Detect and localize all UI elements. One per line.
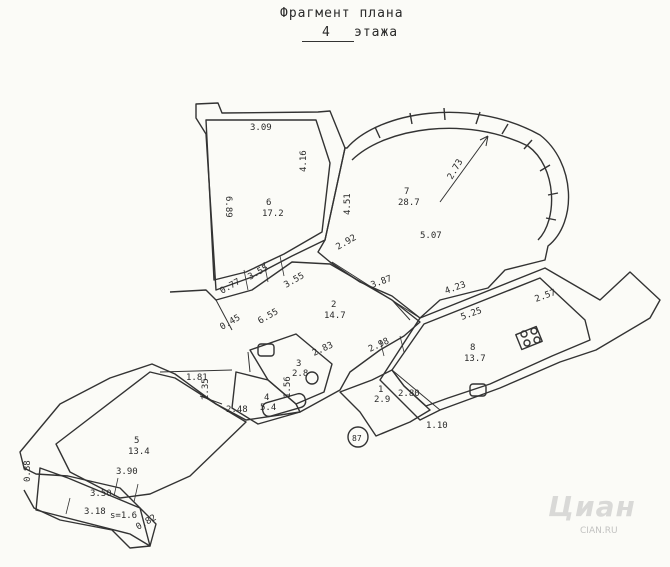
dim-label: 0.45 [219, 313, 243, 333]
dim-label: 5.07 [420, 231, 442, 241]
wall-corridor [19, 261, 421, 549]
dim-label: 4.51 [343, 193, 353, 215]
dim-label: 6.89 [223, 196, 233, 218]
dimension-ticks [65, 255, 405, 515]
toilet [305, 371, 319, 385]
bathtub [261, 392, 307, 418]
floor-number: 4 [322, 25, 330, 40]
dim-label: 2.92 [335, 233, 359, 253]
room-7-number: 7 [404, 187, 409, 197]
sink [257, 343, 275, 357]
dim-label: 1.10 [426, 421, 448, 431]
marker-circle [347, 426, 369, 448]
room-8-area: 13.7 [464, 354, 486, 364]
room-7-area: 28.7 [398, 198, 420, 208]
room-6-area: 17.2 [262, 209, 284, 219]
room-8-number: 8 [470, 343, 475, 353]
dim-label: 2.80 [398, 389, 420, 399]
floor-word: этажа [354, 25, 399, 40]
dim-label: 0.88 [23, 460, 33, 482]
dim-label: 3.50 [90, 489, 112, 499]
wall-room-8-inner [391, 277, 591, 407]
dim-label: 1.81 [186, 373, 208, 383]
wall-room-7-inner [351, 127, 553, 241]
dim-label: 2.48 [226, 405, 248, 415]
room-1-number: 1 [378, 385, 383, 395]
partitions [159, 261, 441, 411]
wall-room-1 [339, 369, 431, 437]
dim-label: 2.73 [446, 158, 466, 182]
room-3-area: 2.8 [292, 369, 308, 379]
dim-label: 3.55 [283, 271, 307, 291]
room-6-number: 6 [266, 198, 271, 208]
dim-label: 1.56 [283, 376, 293, 398]
wall-room-4 [231, 371, 301, 425]
floor-underline [302, 41, 354, 42]
marker-label: 87 [352, 434, 362, 443]
dim-label: 2.98 [367, 336, 391, 354]
room-2-area: 14.7 [324, 311, 346, 321]
dim-label: 2.35 [201, 378, 211, 400]
room-1-area: 2.9 [374, 395, 390, 405]
kitchen-sink [469, 383, 487, 397]
dim-label: 3.09 [250, 123, 272, 133]
wall-room-8 [379, 267, 661, 421]
stove [515, 325, 543, 351]
rotunda-windows [374, 107, 559, 221]
room-4-area: 5.4 [260, 403, 276, 413]
wall-room-6-inner [205, 119, 331, 281]
room-3-number: 3 [296, 359, 301, 369]
dim-label: 4.16 [299, 150, 309, 172]
watermark-url: CIAN.RU [580, 526, 618, 536]
room-2-number: 2 [331, 300, 336, 310]
wall-room-5 [55, 371, 247, 499]
room-5-number: 5 [134, 436, 139, 446]
dim-label: 6.55 [257, 307, 281, 327]
room-4-number: 4 [264, 393, 269, 403]
dim-label: 2.57 [534, 288, 558, 305]
room-5-area: 13.4 [128, 447, 150, 457]
dim-label: 3.90 [116, 467, 138, 477]
dim-label: 3.87 [370, 274, 394, 291]
watermark-logo: Циан [548, 490, 636, 523]
radius-arrow [439, 135, 489, 203]
dim-label: 3.18 [84, 507, 106, 517]
plan-title: Фрагмент плана [280, 6, 404, 21]
dim-label: s=1.6 [110, 511, 137, 521]
wall-balcony [35, 467, 157, 547]
